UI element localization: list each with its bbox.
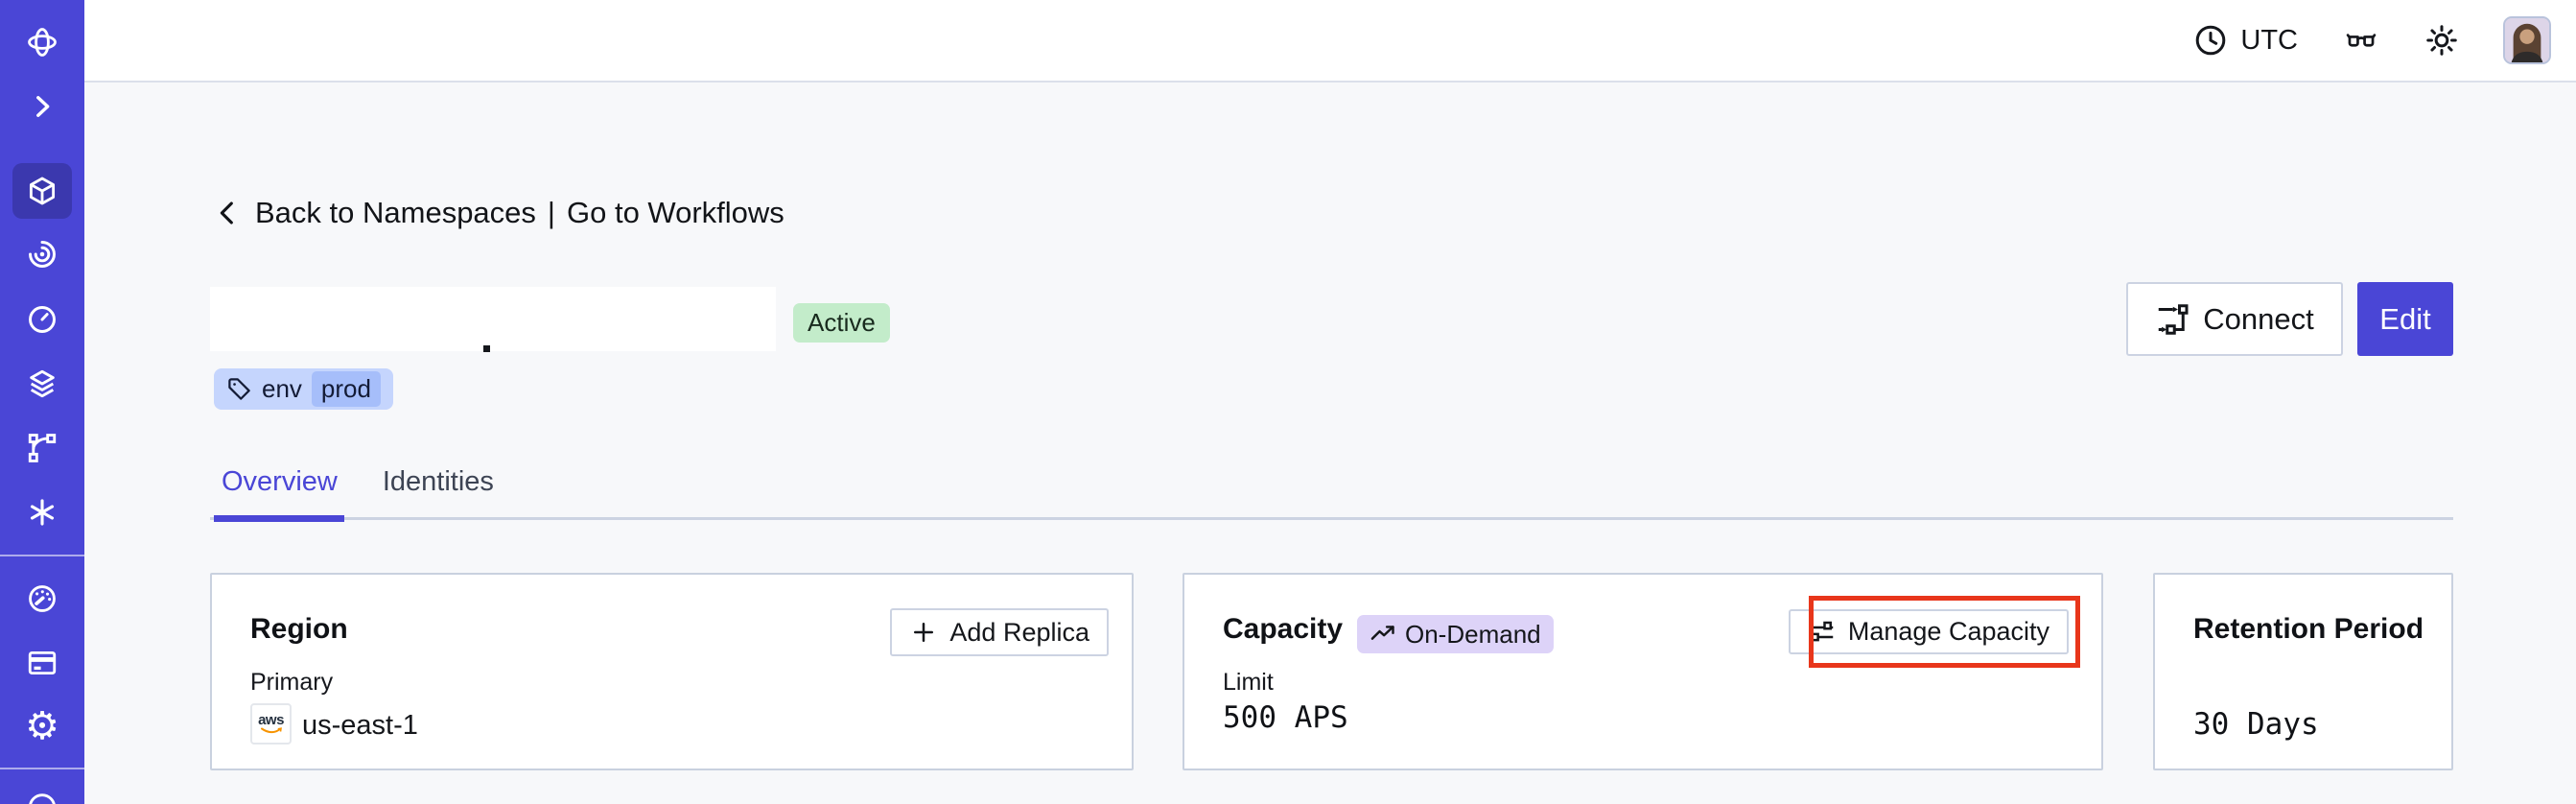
retention-value: 30 Days — [2193, 707, 2319, 742]
tag-value: prod — [311, 371, 381, 407]
sidebar-item-deployments[interactable] — [25, 431, 59, 465]
sidebar-item-bottom-partial[interactable] — [25, 789, 59, 804]
tab-identities[interactable]: Identities — [382, 466, 494, 497]
gear-icon: ⚙ — [25, 704, 59, 748]
connect-button[interactable]: Connect — [2126, 282, 2343, 356]
sidebar-item-nexus[interactable] — [25, 495, 59, 530]
sun-icon — [2426, 25, 2457, 56]
sidebar-item-billing[interactable] — [25, 646, 59, 680]
ondemand-badge: On-Demand — [1357, 615, 1554, 653]
retention-card: Retention Period 30 Days — [2153, 573, 2453, 770]
aws-smile-icon — [260, 727, 282, 734]
glasses-icon — [2346, 34, 2377, 47]
sidebar-item-schedules[interactable] — [25, 302, 59, 337]
active-tab-underline — [214, 515, 344, 522]
region-value: us-east-1 — [302, 710, 418, 741]
limit-label: Limit — [1223, 669, 1274, 696]
credit-card-icon — [28, 650, 57, 675]
timezone-label: UTC — [2240, 24, 2298, 56]
tag-icon — [228, 378, 250, 400]
region-card-title: Region — [250, 613, 348, 645]
sidebar-item-workflows[interactable] — [25, 237, 59, 272]
status-badge: Active — [793, 303, 890, 343]
sidebar-item-namespaces[interactable] — [12, 163, 72, 219]
branch-icon — [28, 434, 57, 462]
region-card: Region Add Replica Primary aws us-east-1 — [210, 573, 1134, 770]
capacity-card: Capacity On-Demand Manage Capacity Limit… — [1183, 573, 2103, 770]
aws-provider-badge: aws — [250, 703, 292, 745]
gauge-icon — [29, 585, 56, 612]
clock-icon — [2196, 25, 2226, 56]
retention-card-title: Retention Period — [2193, 613, 2424, 645]
connect-flow-icon — [2159, 303, 2189, 335]
namespace-title-redacted — [210, 287, 776, 351]
aws-logo-text: aws — [258, 712, 284, 728]
breadcrumb-separator: | — [547, 196, 555, 229]
partial-circle-icon — [29, 793, 56, 804]
sidebar-divider — [0, 555, 84, 556]
sidebar-divider — [0, 768, 84, 769]
tab-overview[interactable]: Overview — [222, 466, 338, 497]
add-replica-button-label: Add Replica — [949, 617, 1089, 647]
namespace-title-artifact-dot — [483, 345, 490, 352]
chevron-left-icon[interactable] — [213, 198, 244, 228]
add-replica-button[interactable]: Add Replica — [890, 608, 1109, 656]
sidebar-item-batch[interactable] — [25, 367, 59, 401]
sidebar-item-settings[interactable]: ⚙ — [25, 704, 59, 748]
edit-button-label: Edit — [2379, 301, 2431, 336]
manage-capacity-button-label: Manage Capacity — [1847, 617, 2049, 646]
tag-key: env — [262, 374, 302, 403]
avatar[interactable] — [2503, 16, 2551, 64]
capacity-limit-value: 500 APS — [1223, 700, 1348, 735]
tab-bar: Overview Identities — [222, 466, 494, 498]
namespace-tag: env prod — [214, 368, 393, 410]
sidebar-item-usage[interactable] — [25, 581, 59, 616]
ondemand-badge-label: On-Demand — [1405, 619, 1541, 649]
breadcrumb-workflows-link[interactable]: Go to Workflows — [566, 196, 785, 229]
breadcrumb: Back to Namespaces | Go to Workflows — [213, 196, 785, 230]
tab-bar-divider — [210, 517, 2453, 520]
avatar-image — [2505, 18, 2549, 62]
sliders-icon — [1811, 621, 1834, 641]
workflows-spiral-icon — [29, 241, 56, 268]
sidebar: ⚙ — [0, 0, 84, 804]
namespaces-cube-icon — [29, 177, 56, 205]
connect-button-label: Connect — [2203, 301, 2314, 336]
manage-capacity-button[interactable]: Manage Capacity — [1788, 609, 2069, 654]
breadcrumb-back-link[interactable]: Back to Namespaces — [255, 196, 536, 229]
sidebar-expand-chevron-right-icon[interactable] — [25, 89, 59, 124]
theme-toggle-button[interactable] — [2424, 23, 2459, 58]
primary-label: Primary — [250, 669, 334, 696]
capacity-card-title: Capacity — [1223, 613, 1344, 645]
edit-button[interactable]: Edit — [2357, 282, 2453, 356]
temporal-logo-icon[interactable] — [25, 25, 59, 59]
schedules-timer-icon — [29, 306, 56, 333]
plus-icon — [914, 623, 934, 642]
trending-up-icon — [1370, 626, 1394, 640]
timezone-button[interactable]: UTC — [2193, 23, 2298, 58]
asterisk-icon — [30, 499, 55, 526]
topbar: UTC — [84, 0, 2576, 83]
labs-toggle-button[interactable] — [2342, 24, 2380, 57]
layers-icon — [30, 369, 55, 398]
